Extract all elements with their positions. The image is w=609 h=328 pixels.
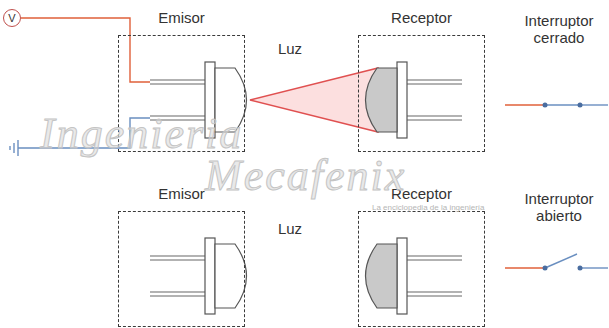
voltage-source: V: [3, 9, 21, 27]
receiver-box: Receptor: [358, 211, 485, 327]
switch-label: Interruptor cerrado: [512, 12, 606, 46]
light-label: Luz: [265, 40, 315, 57]
watermark-subtitle: La enciclopedia de la ingeniería: [372, 203, 485, 212]
switch-label: Interruptor abierto: [512, 190, 606, 224]
light-label: Luz: [265, 220, 315, 237]
box-heading: Emisor: [119, 9, 244, 26]
receiver-box: Receptor: [358, 35, 485, 152]
voltage-symbol: V: [8, 12, 15, 24]
box-heading: Receptor: [359, 9, 484, 26]
supply-wire: [21, 18, 130, 35]
emitter-box: Emisor: [118, 211, 245, 327]
watermark: Mecafenix: [205, 150, 406, 201]
